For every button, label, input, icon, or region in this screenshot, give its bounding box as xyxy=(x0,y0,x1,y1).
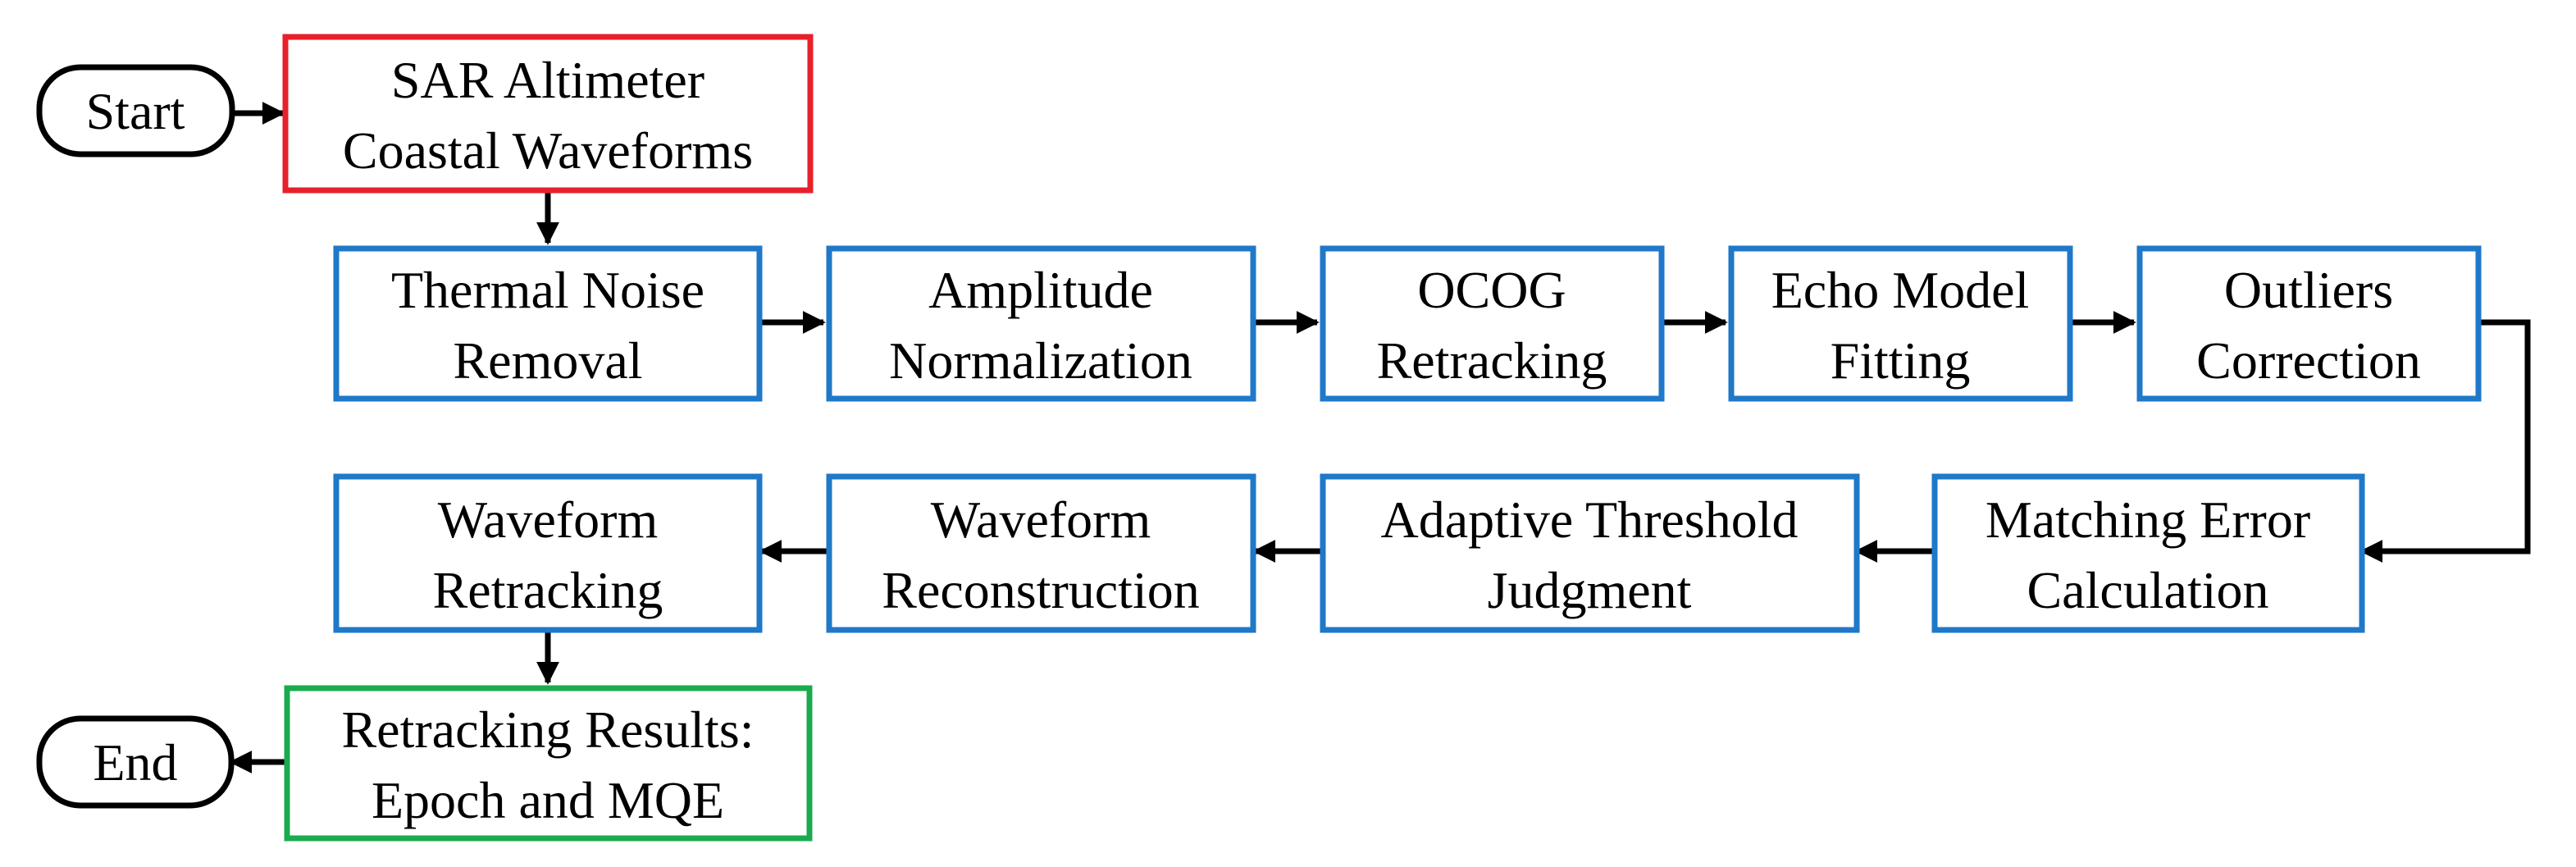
echo-model-fitting-box: Echo Model Fitting xyxy=(1728,245,2073,402)
input-box: SAR Altimeter Coastal Waveforms xyxy=(282,34,814,194)
ocog-retracking-box-border xyxy=(1320,245,1665,402)
echo-model-fitting-line-1: Echo Model xyxy=(1771,261,2030,319)
ocog-retracking-line-2: Retracking xyxy=(1377,331,1607,390)
start-label: Start xyxy=(86,82,185,140)
waveform-reconstruction-box-border xyxy=(826,473,1256,633)
outliers-correction-box: Outliers Correction xyxy=(2136,245,2482,402)
echo-model-fitting-box-border xyxy=(1728,245,2073,402)
matching-error-line-1: Matching Error xyxy=(1986,491,2310,549)
matching-error-box-border xyxy=(1931,473,2365,633)
waveform-reconstruction-line-2: Reconstruction xyxy=(882,561,1199,619)
adaptive-threshold-box: Adaptive Threshold Judgment xyxy=(1320,473,1860,633)
start-terminal-shape xyxy=(36,64,235,157)
ocog-retracking-box: OCOG Retracking xyxy=(1320,245,1665,402)
matching-error-line-2: Calculation xyxy=(2027,561,2268,619)
outliers-correction-line-1: Outliers xyxy=(2224,261,2393,319)
input-box-line-1: SAR Altimeter xyxy=(391,51,704,109)
ocog-retracking-line-1: OCOG xyxy=(1417,261,1566,319)
adaptive-threshold-line-1: Adaptive Threshold xyxy=(1381,491,1799,549)
arrow-outliers-to-matching xyxy=(2359,319,2531,563)
waveform-retracking-line-2: Retracking xyxy=(433,561,663,619)
waveform-retracking-line-1: Waveform xyxy=(438,491,659,549)
thermal-noise-line-1: Thermal Noise xyxy=(391,261,704,319)
amplitude-normalization-box-border xyxy=(826,245,1256,402)
thermal-noise-line-2: Removal xyxy=(453,331,642,390)
waveform-retracking-box: Waveform Retracking xyxy=(333,473,763,633)
outliers-correction-box-border xyxy=(2136,245,2482,402)
retracking-results-line-2: Epoch and MQE xyxy=(372,771,724,829)
input-box-border xyxy=(282,34,814,194)
amplitude-normalization-line-1: Amplitude xyxy=(928,261,1153,319)
retracking-results-box: Retracking Results: Epoch and MQE xyxy=(284,685,813,842)
retracking-results-box-border xyxy=(284,685,813,842)
end-terminal: End xyxy=(36,715,235,809)
amplitude-normalization-line-2: Normalization xyxy=(889,331,1192,390)
adaptive-threshold-line-2: Judgment xyxy=(1488,561,1692,619)
input-box-line-2: Coastal Waveforms xyxy=(343,121,753,180)
amplitude-normalization-box: Amplitude Normalization xyxy=(826,245,1256,402)
connectors xyxy=(229,102,2531,773)
end-label: End xyxy=(93,733,177,792)
waveform-reconstruction-box: Waveform Reconstruction xyxy=(826,473,1256,633)
adaptive-threshold-box-border xyxy=(1320,473,1860,633)
waveform-retracking-box-border xyxy=(333,473,763,633)
outliers-correction-line-2: Correction xyxy=(2196,331,2421,390)
thermal-noise-box: Thermal Noise Removal xyxy=(333,245,763,402)
end-terminal-shape xyxy=(36,715,235,809)
matching-error-box: Matching Error Calculation xyxy=(1931,473,2365,633)
retracking-results-line-1: Retracking Results: xyxy=(341,700,754,759)
waveform-reconstruction-line-1: Waveform xyxy=(931,491,1151,549)
thermal-noise-box-border xyxy=(333,245,763,402)
start-terminal: Start xyxy=(36,64,235,157)
echo-model-fitting-line-2: Fitting xyxy=(1831,331,1971,390)
